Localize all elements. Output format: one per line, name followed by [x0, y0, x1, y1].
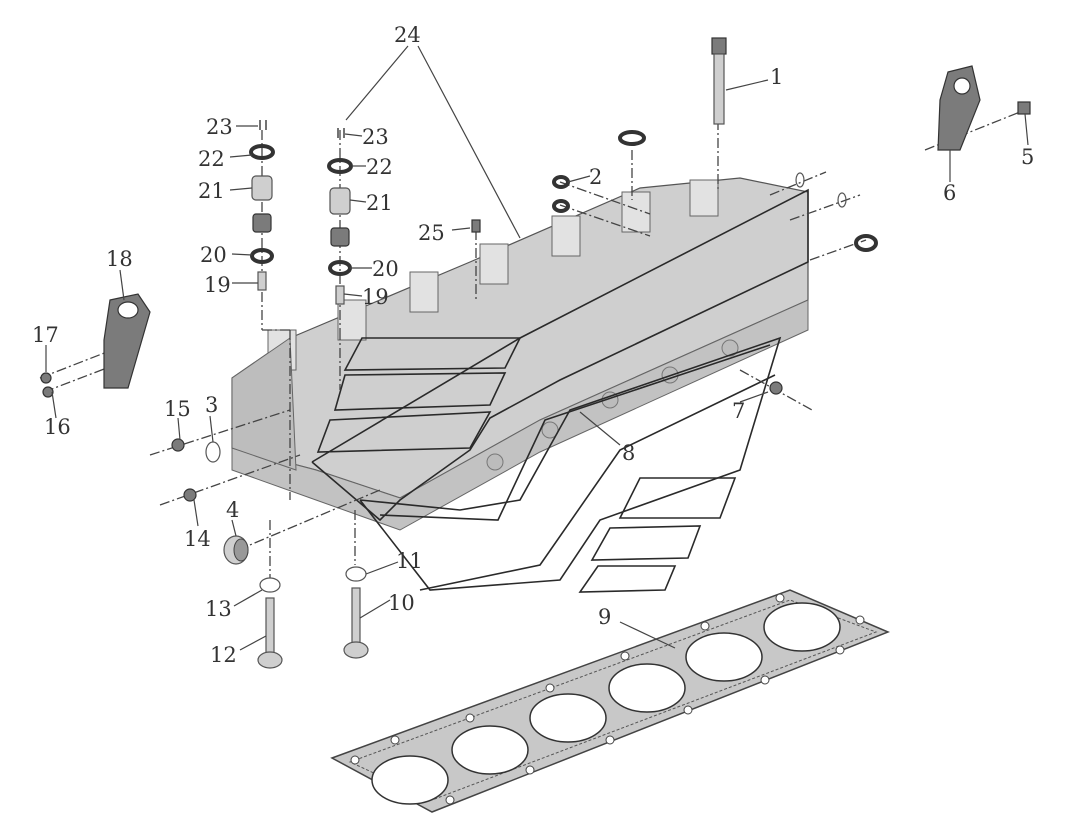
right-plugs — [795, 172, 878, 252]
callout-22-right: 22 — [366, 155, 393, 179]
bracket-bolts-front — [40, 372, 54, 398]
head-gasket — [330, 589, 890, 813]
plug-14 — [183, 488, 197, 502]
callout-16: 16 — [44, 415, 71, 439]
callout-15: 15 — [164, 397, 191, 421]
callout-23-right: 23 — [362, 125, 389, 149]
callout-11: 11 — [396, 549, 423, 573]
callout-12: 12 — [210, 643, 237, 667]
leader-lines — [45, 45, 1029, 651]
valve-stack-right — [327, 128, 353, 305]
callout-21-left: 21 — [198, 179, 225, 203]
callout-5: 5 — [1021, 145, 1034, 169]
callout-1: 1 — [770, 65, 783, 89]
callout-21-right: 21 — [366, 191, 393, 215]
callout-22-left: 22 — [198, 147, 225, 171]
plug-7 — [769, 381, 783, 395]
callout-labels: 1 2 3 4 5 6 7 8 9 10 11 12 13 14 15 16 1… — [32, 23, 1034, 667]
callout-20-right: 20 — [372, 257, 399, 281]
plug-15 — [171, 438, 185, 452]
callout-10: 10 — [388, 591, 415, 615]
callout-3: 3 — [205, 393, 218, 417]
callout-18: 18 — [106, 247, 133, 271]
intake-valve — [343, 566, 369, 659]
seal-washer — [618, 130, 646, 146]
callout-14: 14 — [184, 527, 211, 551]
callout-8: 8 — [622, 441, 635, 465]
bracket-bolt — [1017, 101, 1031, 115]
callout-23-left: 23 — [206, 115, 233, 139]
valve-stack-left — [249, 120, 275, 291]
callout-9: 9 — [598, 605, 611, 629]
dowel-25 — [471, 219, 481, 233]
lifting-bracket-front — [103, 293, 151, 389]
exhaust-valve — [257, 577, 283, 669]
cup-plug — [223, 535, 249, 565]
callout-17: 17 — [32, 323, 59, 347]
callout-19-right: 19 — [362, 285, 389, 309]
callout-2: 2 — [589, 165, 602, 189]
assembly-axes — [39, 111, 1021, 578]
callout-24: 24 — [394, 23, 421, 47]
callout-4: 4 — [226, 498, 239, 522]
callout-25: 25 — [418, 221, 445, 245]
callout-7: 7 — [732, 399, 745, 423]
callout-6: 6 — [943, 181, 956, 205]
callout-13: 13 — [205, 597, 232, 621]
lifting-bracket-rear — [937, 65, 981, 151]
callout-19-left: 19 — [204, 273, 231, 297]
o-ring-3 — [205, 441, 221, 463]
head-bolt — [711, 37, 727, 125]
callout-20-left: 20 — [200, 243, 227, 267]
hatch-outline-group — [311, 188, 809, 593]
